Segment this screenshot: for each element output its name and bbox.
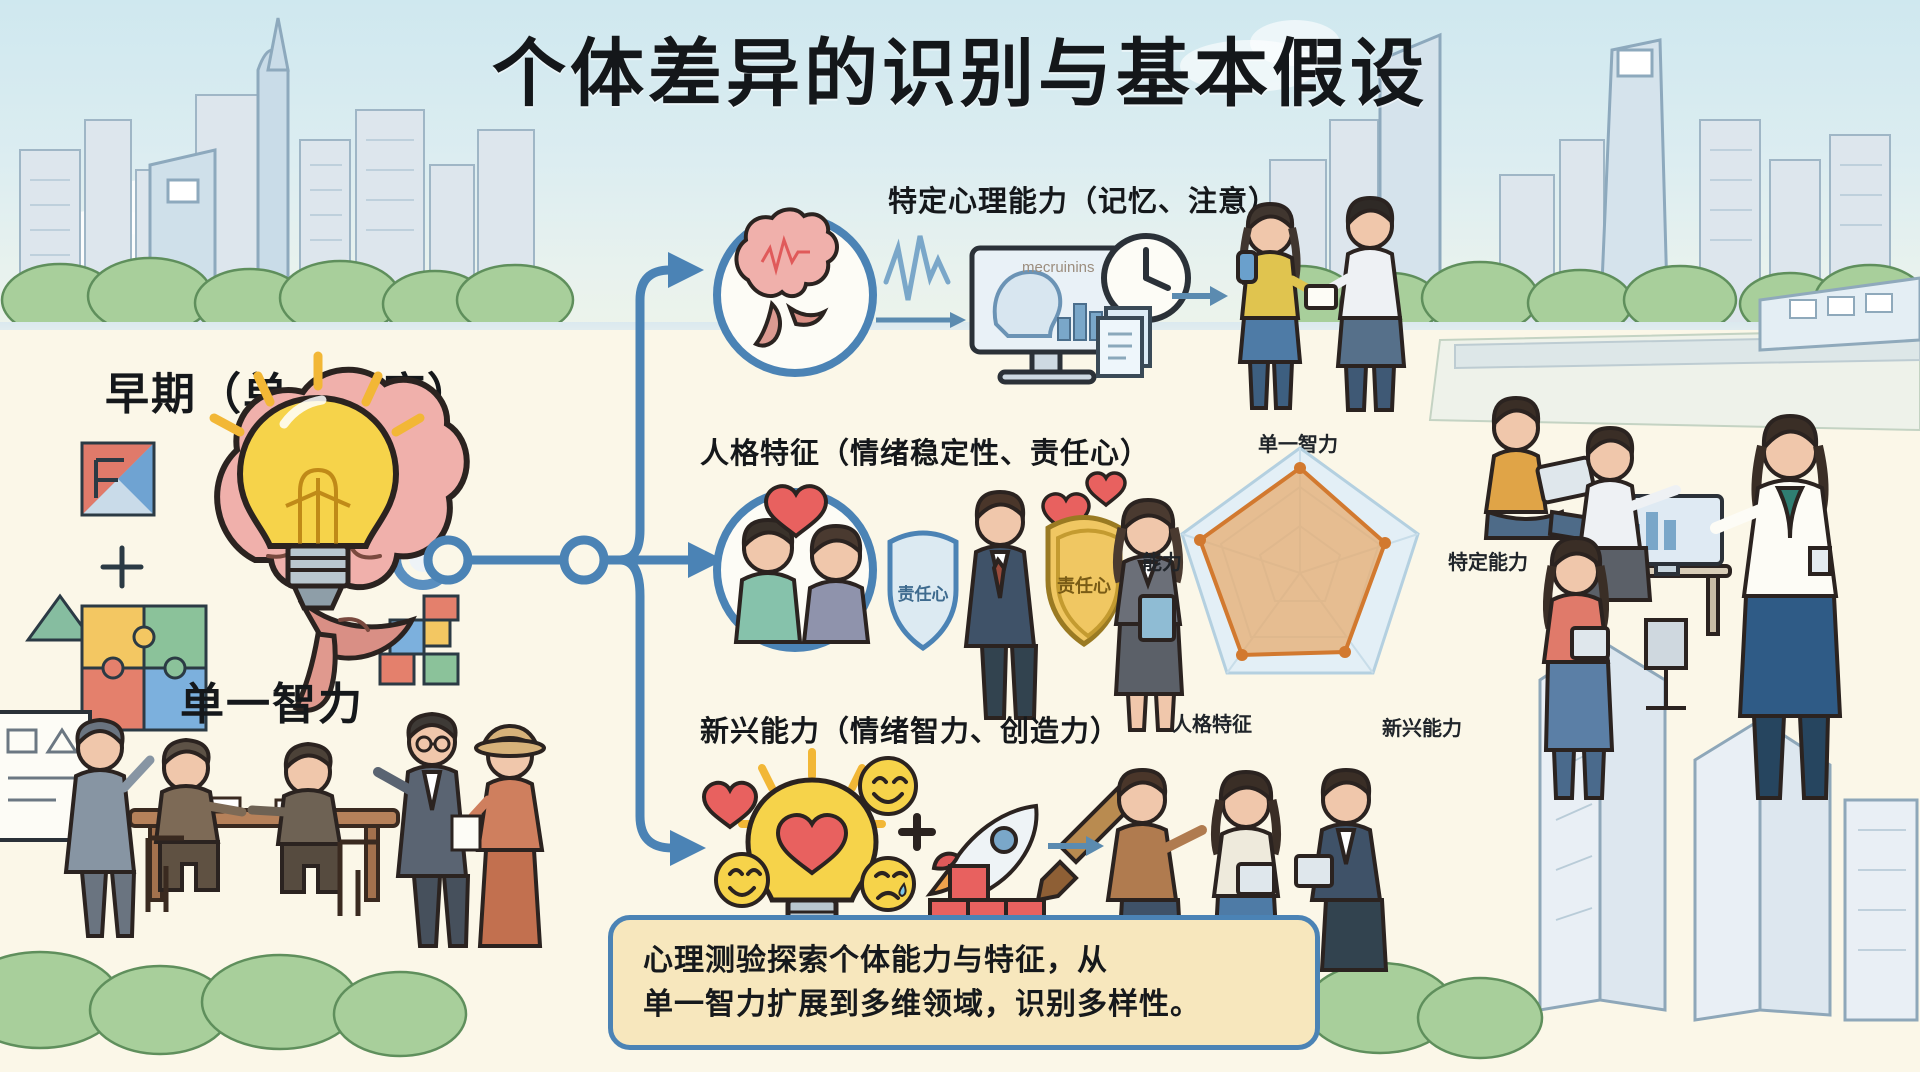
- branch-heading-specific-abilities: 特定心理能力（记忆、注意）: [888, 184, 1279, 218]
- shield-label: 责任心: [1057, 575, 1111, 597]
- plus-icon: [100, 545, 144, 589]
- tangram-icon: [80, 441, 156, 517]
- emoji-sad-icon: [860, 856, 916, 912]
- branch-heading-personality-traits: 人格特征（情绪稳定性、责任心）: [700, 436, 1151, 470]
- caption-line-2: 单一智力扩展到多维领域，识别多样性。: [643, 986, 1201, 1022]
- flow-node-hub: [559, 535, 609, 585]
- left-panel-caption: 单一智力: [180, 679, 364, 730]
- students-icon: [1304, 195, 1407, 412]
- brain-lightbulb-icon: [209, 351, 470, 713]
- emoji-smile-icon: [858, 756, 918, 816]
- arrow-right-icon: [1172, 286, 1228, 306]
- cloud-icon: [1250, 20, 1340, 66]
- shield-icon: 责任心: [1045, 515, 1123, 648]
- plus-icon: [898, 813, 936, 851]
- puzzle-grid-icon: [80, 604, 208, 732]
- caption-line-1: 心理测验探索个体能力与特征，从: [643, 943, 1108, 978]
- flow-node-start: [423, 535, 473, 585]
- radar-series: [1197, 465, 1388, 658]
- triangle-icon: [25, 593, 95, 642]
- summary-caption-box: 心理测验探索个体能力与特征，从 单一智力扩展到多维领域，识别多样性。: [608, 915, 1320, 1050]
- radar-label-1: 特定能力: [1448, 550, 1528, 574]
- students-icon: [1236, 201, 1319, 410]
- monitor-screen-text: mecruinins: [1022, 259, 1095, 276]
- shield-icon: 责任心: [887, 530, 959, 652]
- heart-icon: [1041, 471, 1127, 535]
- radar-label-0: 能力: [1142, 550, 1182, 574]
- branch-heading-emerging-abilities: 新兴能力（情绪智力、创造力）: [700, 714, 1121, 748]
- page-title: 个体差异的识别与基本假设: [492, 31, 1428, 117]
- radar-points: [1194, 462, 1391, 661]
- waveform-icon: [883, 235, 951, 301]
- discussion-people-icon: [1294, 767, 1389, 972]
- radar-label-2: 新兴能力: [1382, 716, 1462, 740]
- radar-label-3: 人格特征: [1172, 712, 1252, 736]
- documents-icon: [1096, 306, 1152, 378]
- heart-icon: [701, 780, 759, 830]
- heart-bulb-icon: [738, 748, 886, 933]
- heart-icon: [763, 484, 829, 539]
- shield-label: 责任心: [898, 584, 949, 605]
- emoji-smile-icon: [714, 852, 770, 908]
- arrow-right-icon: [1048, 836, 1104, 856]
